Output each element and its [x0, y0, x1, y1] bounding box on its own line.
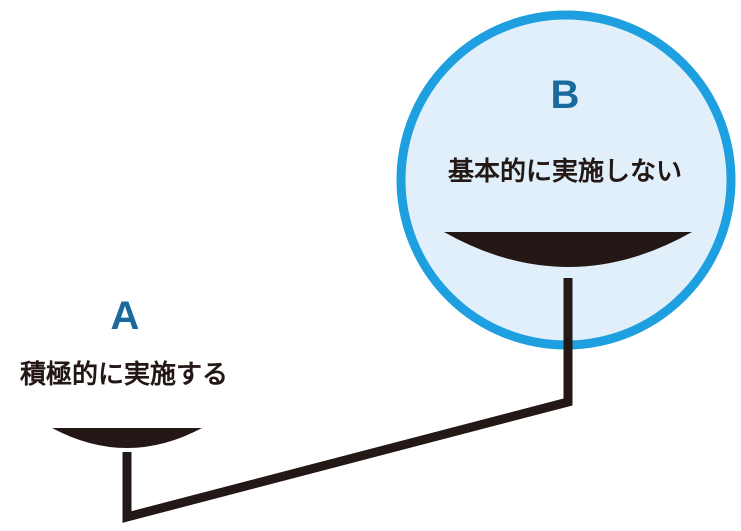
option-a-label: 積極的に実施する	[19, 360, 228, 390]
pan-b	[444, 232, 692, 267]
balance-beam	[122, 278, 573, 523]
option-b-label: 基本的に実施しない	[447, 157, 682, 187]
pan-a	[52, 428, 202, 448]
option-b-letter: B	[550, 73, 580, 117]
option-a-letter: A	[110, 294, 140, 338]
